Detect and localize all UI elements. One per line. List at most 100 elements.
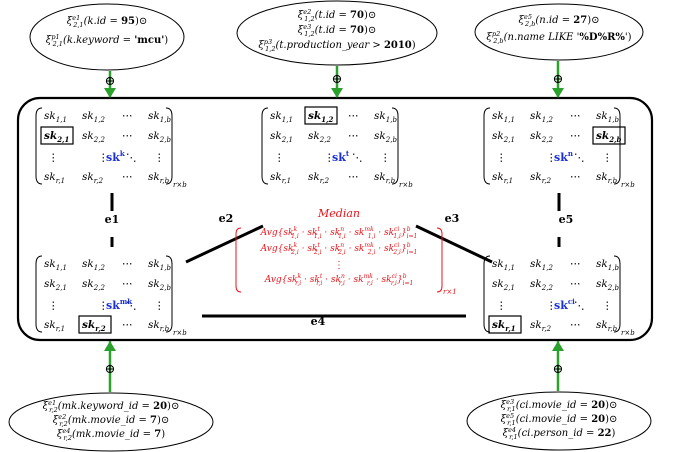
- vdots: ⋮: [602, 300, 613, 312]
- ddots: ⋱: [126, 152, 137, 164]
- matrix-cell: sk2,2: [308, 130, 331, 144]
- matrix-cell: sk2,2: [530, 278, 553, 292]
- matrix-cell: skr,1: [492, 171, 513, 185]
- edge-label-e2: e2: [219, 212, 234, 225]
- matrix-size-label: r×b: [173, 181, 187, 189]
- matrix-cell: sk1,b: [596, 258, 619, 272]
- median-vdots: ⋮: [334, 260, 344, 271]
- matrix-left-bracket: [261, 107, 269, 185]
- matrix-cell: sk1,2: [308, 110, 333, 124]
- matrix-cell: skr,2: [530, 171, 552, 185]
- matrix-cell: skr,2: [308, 171, 330, 185]
- matrix-cell: sk1,b: [374, 110, 397, 124]
- vdots: ⋮: [602, 152, 613, 164]
- sketch-label-n: skn: [554, 149, 573, 164]
- vdots: ⋮: [98, 152, 109, 164]
- matrix-cell: sk2,1: [270, 130, 293, 144]
- hdots: ⋯: [122, 110, 133, 122]
- edge-label-e1: e1: [105, 213, 120, 226]
- predicate-ellipse-bottom-left: [8, 392, 214, 452]
- matrix-cell: sk1,1: [44, 110, 67, 124]
- hdots: ⋯: [348, 130, 359, 142]
- sketch-label-ci: skci: [554, 297, 575, 312]
- matrix-right-bracket: [613, 255, 621, 333]
- matrix-cell: skr,b: [148, 319, 170, 333]
- hdots: ⋯: [570, 319, 581, 331]
- matrix-cell: sk2,b: [596, 130, 621, 144]
- matrix-right-bracket: [165, 107, 173, 185]
- matrix-cell: sk2,1: [492, 130, 515, 144]
- edge-label-e5: e5: [559, 213, 574, 226]
- matrix-cell: sk1,2: [530, 110, 553, 124]
- median-left-bracket: [235, 227, 242, 293]
- vdots: ⋮: [496, 300, 507, 312]
- ddots: ⋱: [352, 152, 363, 164]
- edge-line-e3: [415, 224, 493, 264]
- matrix-left-bracket: [35, 255, 43, 333]
- matrix-cell: skr,b: [596, 319, 618, 333]
- matrix-cell: sk1,2: [82, 258, 105, 272]
- vdots: ⋮: [496, 152, 507, 164]
- hdots: ⋯: [348, 171, 359, 183]
- matrix-cell: sk1,1: [492, 110, 515, 124]
- matrix-cell: sk2,1: [44, 278, 67, 292]
- vdots: ⋮: [48, 300, 59, 312]
- highlighted-cell-box: [40, 126, 74, 145]
- matrix-cell: sk1,1: [44, 258, 67, 272]
- oplus-top-center: ⊕: [332, 72, 343, 87]
- hdots: ⋯: [122, 171, 133, 183]
- sketch-label-mk: skmk: [106, 297, 132, 312]
- matrix-left-bracket: [483, 107, 491, 185]
- hdots: ⋯: [122, 319, 133, 331]
- edge-label-e4: e4: [311, 315, 326, 328]
- matrix-cell: sk2,b: [596, 278, 619, 292]
- matrix-cell: sk2,2: [82, 278, 105, 292]
- matrix-cell: sk2,b: [374, 130, 397, 144]
- matrix-size-label: r×b: [173, 329, 187, 337]
- matrix-cell: skr,1: [44, 319, 65, 333]
- matrix-cell: skr,1: [492, 319, 516, 333]
- oplus-top-right: ⊕: [553, 72, 564, 87]
- vdots: ⋮: [546, 300, 557, 312]
- oplus-bottom-right: ⊕: [553, 362, 564, 377]
- edge-label-e3: e3: [445, 212, 460, 225]
- oplus-bottom-left: ⊕: [105, 362, 116, 377]
- matrix-cell: skr,2: [82, 171, 104, 185]
- sketch-label-k: skk: [106, 149, 125, 164]
- ddots: ⋱: [574, 300, 585, 312]
- matrix-right-bracket: [613, 107, 621, 185]
- matrix-cell: sk1,b: [148, 110, 171, 124]
- matrix-cell: sk1,1: [492, 258, 515, 272]
- matrix-cell: skr,b: [374, 171, 396, 185]
- vdots: ⋮: [154, 300, 165, 312]
- median-right-bracket: [436, 227, 443, 293]
- matrix-cell: sk1,2: [82, 110, 105, 124]
- matrix-cell: sk1,2: [530, 258, 553, 272]
- highlighted-cell-box: [488, 315, 522, 334]
- matrix-cell: sk2,b: [148, 130, 171, 144]
- matrix-cell: skr,2: [82, 319, 106, 333]
- highlighted-cell-box: [78, 315, 112, 334]
- join-graph-container: [16, 96, 654, 342]
- matrix-cell: skr,1: [270, 171, 291, 185]
- hdots: ⋯: [570, 258, 581, 270]
- vdots: ⋮: [98, 300, 109, 312]
- median-size-label: r×1: [443, 288, 457, 296]
- matrix-cell: sk2,2: [82, 130, 105, 144]
